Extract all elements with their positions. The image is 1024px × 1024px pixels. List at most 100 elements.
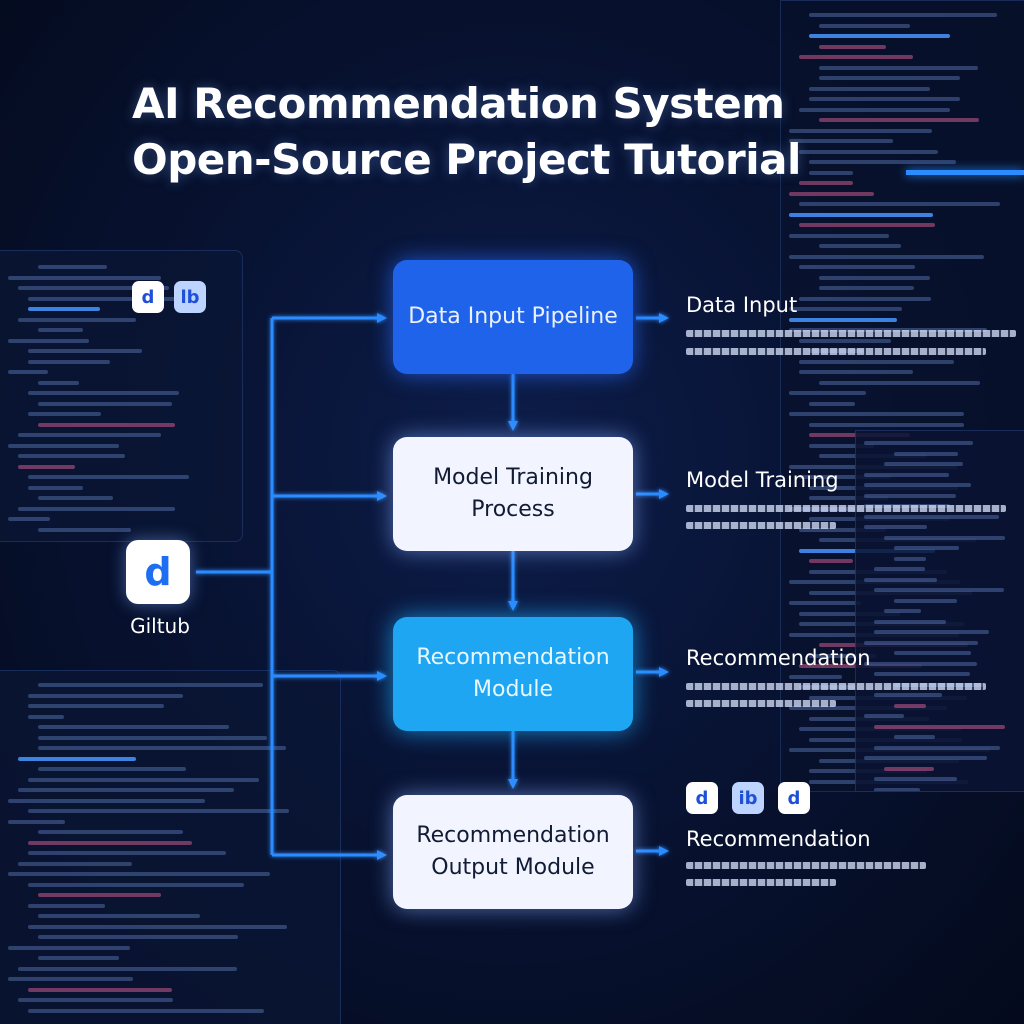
code-line — [28, 296, 177, 301]
code-line — [28, 714, 64, 719]
flow-box-data-input: Data Input Pipeline — [393, 260, 633, 374]
code-line — [864, 661, 977, 666]
code-line — [819, 76, 960, 80]
code-line — [864, 483, 971, 487]
code-line — [789, 601, 861, 605]
flow-box-recommendation: Recommendation Module — [393, 617, 633, 731]
code-line — [819, 65, 978, 70]
code-line — [8, 945, 130, 950]
code-line — [819, 118, 979, 122]
side-label-2-detail-b — [686, 522, 836, 529]
code-line — [799, 149, 938, 154]
code-line — [819, 286, 914, 290]
code-line — [38, 956, 119, 960]
code-line — [819, 244, 901, 248]
code-line — [28, 359, 110, 364]
code-line — [884, 609, 921, 613]
code-line — [18, 998, 173, 1002]
code-line — [874, 745, 1000, 750]
code-line — [38, 265, 107, 269]
code-line — [28, 693, 183, 698]
side-label-2-detail-a — [686, 505, 1006, 512]
code-line — [874, 693, 942, 697]
code-line — [819, 380, 980, 385]
code-line — [809, 170, 853, 175]
code-line — [18, 317, 136, 322]
code-line — [809, 422, 964, 427]
code-line — [864, 714, 904, 718]
code-line — [819, 275, 930, 280]
code-line — [864, 441, 973, 445]
code-line — [864, 514, 999, 519]
code-line — [809, 86, 930, 91]
code-panel-left-bottom — [0, 670, 341, 1024]
code-line — [864, 577, 937, 582]
code-line — [809, 160, 956, 164]
code-line — [8, 338, 89, 343]
code-line — [38, 683, 263, 687]
code-line — [894, 546, 959, 550]
code-line — [874, 588, 1004, 592]
side-label-1-detail-a — [686, 330, 1016, 337]
code-line — [28, 777, 259, 782]
code-line — [28, 924, 287, 929]
code-line — [799, 338, 891, 343]
code-line — [28, 391, 179, 395]
code-line — [789, 317, 897, 322]
code-panel-left-top — [0, 250, 243, 542]
code-line — [38, 380, 79, 385]
code-line — [789, 212, 933, 217]
code-line — [8, 798, 205, 803]
code-line — [894, 735, 935, 739]
code-line — [799, 223, 935, 227]
source-app-logo-icon: d — [126, 540, 190, 604]
app-logo-icon: d — [686, 782, 718, 814]
code-line — [809, 496, 888, 500]
code-line — [38, 767, 186, 771]
code-line — [28, 1008, 264, 1013]
side-label-3-detail-b — [686, 700, 836, 707]
side-label-4-detail-b — [686, 879, 836, 886]
side-label-4: Recommendation — [686, 827, 871, 851]
code-line — [8, 275, 161, 280]
code-line — [8, 872, 270, 876]
code-line — [38, 725, 229, 729]
code-line — [894, 651, 971, 655]
code-line — [809, 13, 997, 17]
code-line — [8, 370, 48, 374]
code-line — [874, 724, 1005, 729]
title-line-2: Open-Source Project Tutorial — [132, 135, 801, 184]
code-line — [874, 630, 989, 634]
code-line — [789, 307, 902, 311]
code-line — [864, 493, 956, 498]
code-line — [38, 935, 238, 939]
code-line — [799, 181, 853, 185]
code-line — [18, 788, 234, 792]
code-line — [789, 391, 866, 395]
code-line — [809, 559, 853, 563]
code-line — [874, 787, 920, 791]
code-line — [789, 674, 842, 679]
code-line — [799, 370, 913, 374]
code-line — [18, 454, 125, 458]
code-line — [864, 472, 949, 477]
code-line — [809, 34, 950, 38]
code-line — [874, 567, 925, 571]
code-line — [38, 422, 175, 427]
code-line — [38, 914, 200, 918]
side-label-3-detail-a — [686, 683, 986, 690]
code-line — [8, 517, 50, 521]
code-line — [884, 535, 1005, 540]
code-line — [8, 819, 65, 824]
code-line — [38, 893, 161, 897]
code-line — [809, 653, 876, 658]
code-line — [864, 640, 978, 645]
text-badge-icon: ib — [732, 782, 764, 814]
code-line — [8, 977, 133, 981]
code-line — [819, 44, 886, 49]
code-line — [38, 496, 113, 500]
page-title: AI Recommendation System Open-Source Pro… — [132, 76, 801, 188]
code-line — [18, 286, 169, 290]
source-label: Giltub — [130, 614, 190, 638]
